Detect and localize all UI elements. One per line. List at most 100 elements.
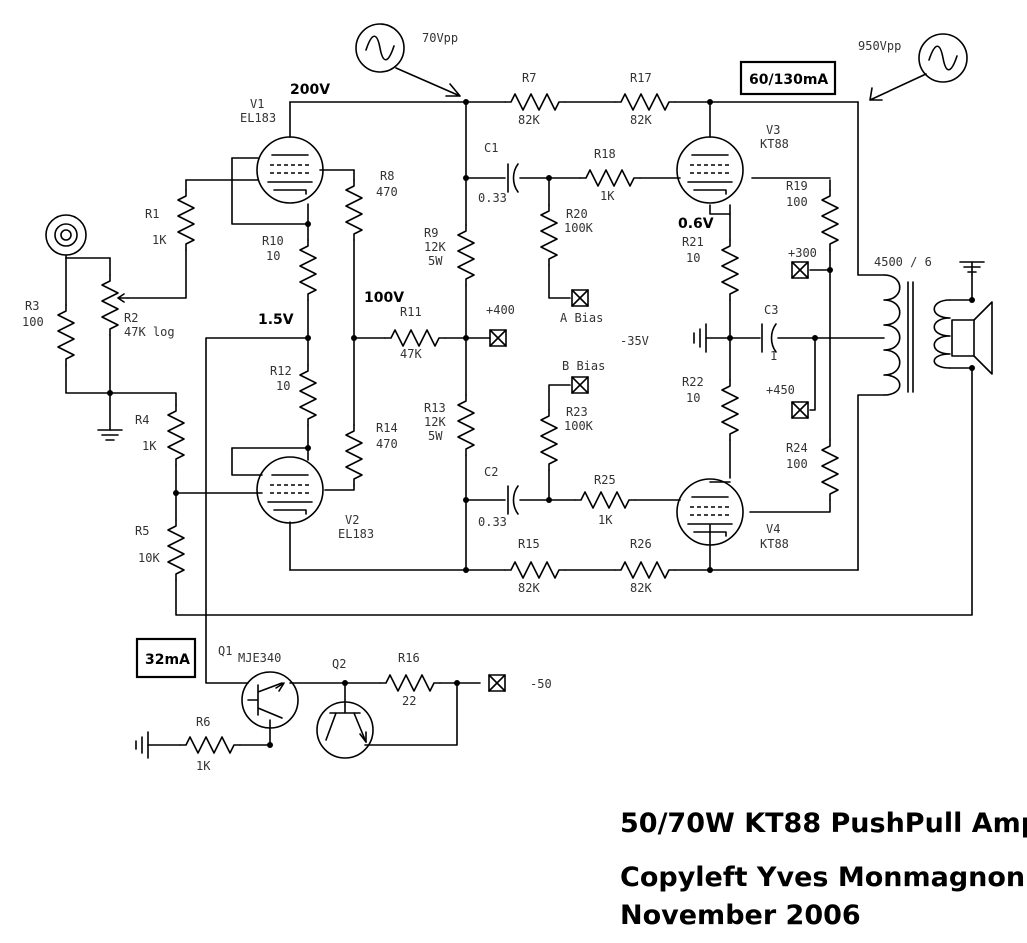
r2-ref: R2 [124,311,138,325]
resistor-r26: R26 82K [614,537,676,595]
a-bias-label: A Bias [560,311,603,325]
signal-in-icon: 70Vpp [355,23,461,97]
c1-value: 0.33 [478,191,507,205]
capacitor-c2: C2 0.33 [478,465,519,529]
r19-value: 100 [786,195,808,209]
current-out-label: 60/130mA [749,72,828,88]
r15-value: 82K [518,581,540,595]
terminal-300 [791,261,809,279]
c3-ref: C3 [764,303,778,317]
tube-v1: V1 EL183 [240,97,324,204]
q1-ref: Q1 [218,644,232,658]
voltage-100: 100V [364,290,404,306]
v2-type: EL183 [338,527,374,541]
r18-value: 1K [600,189,615,203]
resistor-r21: R21 10 [682,235,739,301]
c1-ref: C1 [484,141,498,155]
c2-ref: C2 [484,465,498,479]
ground-r6 [135,731,149,759]
plus-400-label: +400 [486,303,515,317]
input-jack [45,214,87,259]
terminal-400 [489,329,507,347]
r17-ref: R17 [630,71,652,85]
minus-50-label: -50 [530,677,552,691]
r4-ref: R4 [135,413,149,427]
resistor-r2: R2 47K log [101,274,175,339]
capacitor-c3: C3 1 [761,303,778,363]
r14-ref: R14 [376,421,398,435]
wiring [65,101,973,746]
resistor-r9: R9 12K 5W [424,224,475,286]
v1-type: EL183 [240,111,276,125]
b-bias-label: B Bias [562,359,605,373]
r25-ref: R25 [594,473,616,487]
r3-ref: R3 [25,299,39,313]
q2-ref: Q2 [332,657,346,671]
resistor-r15: R15 82K [504,537,566,595]
transistor-q2: Q2 [316,657,374,759]
resistor-r14: R14 470 [345,421,398,486]
out-signal-label: 950Vpp [858,39,901,53]
v3-ref: V3 [766,123,780,137]
plus-300-label: +300 [788,246,817,260]
v3-type: KT88 [760,137,789,151]
r16-value: 22 [402,694,416,708]
current-cs-box: 32mA [135,637,197,679]
r1-ref: R1 [145,207,159,221]
voltage-200: 200V [290,82,330,98]
transistor-q1: Q1 MJE340 [218,644,299,729]
r20-ref: R20 [566,207,588,221]
r9-rating: 5W [428,254,443,268]
r9-value: 12K [424,240,446,254]
resistor-r25: R25 1K [574,473,636,527]
resistor-r18: R18 1K [579,147,641,203]
r7-ref: R7 [522,71,536,85]
voltage-1-5: 1.5V [258,312,294,328]
r14-value: 470 [376,437,398,451]
r6-value: 1K [196,759,211,773]
r4-value: 1K [142,439,157,453]
resistor-r20: R20 100K [540,204,594,266]
capacitor-c1: C1 0.33 [478,141,519,205]
resistor-r6: R6 1K [179,715,241,773]
output-transformer [883,261,993,396]
r13-ref: R13 [424,401,446,415]
title-line-3: November 2006 [620,900,861,931]
resistor-r24: R24 100 [786,439,839,501]
resistor-r16: R16 22 [379,651,441,708]
r8-ref: R8 [380,169,394,183]
terminal-b-bias [571,376,589,394]
r23-ref: R23 [566,405,588,419]
resistor-r13: R13 12K 5W [424,394,475,456]
r21-ref: R21 [682,235,704,249]
c3-value: 1 [770,349,777,363]
r9-ref: R9 [424,226,438,240]
current-cs-label: 32mA [145,652,190,668]
transformer-ratio-label: 4500 / 6 [874,255,932,269]
r24-value: 100 [786,457,808,471]
r26-ref: R26 [630,537,652,551]
r15-ref: R15 [518,537,540,551]
in-signal-label: 70Vpp [422,31,458,45]
signal-out-icon: 950Vpp [858,33,968,101]
r22-value: 10 [686,391,700,405]
r18-ref: R18 [594,147,616,161]
r2-value: 47K log [124,325,175,339]
resistor-r10: R10 10 [262,234,317,301]
r16-ref: R16 [398,651,420,665]
r3-value: 100 [22,315,44,329]
r12-value: 10 [276,379,290,393]
terminal-n50 [488,674,506,692]
r19-ref: R19 [786,179,808,193]
r10-value: 10 [266,249,280,263]
v4-type: KT88 [760,537,789,551]
r8-value: 470 [376,185,398,199]
resistor-r4: R4 1K [135,404,185,466]
tube-v4: V4 KT88 [676,478,789,551]
ground-r2 [97,429,123,441]
resistor-r11: R11 47K [384,305,446,361]
voltage-neg35: -35V [620,334,649,348]
resistor-r7: R7 82K [504,71,566,127]
resistor-r22: R22 10 [682,375,739,441]
r13-rating: 5W [428,429,443,443]
